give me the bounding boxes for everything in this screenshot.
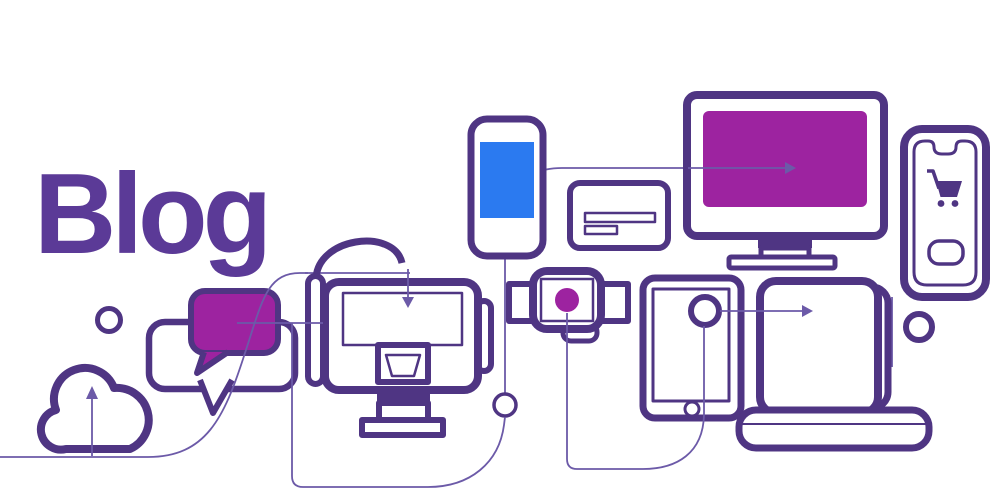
monitor-screen <box>703 111 867 207</box>
laptop-icon <box>735 277 933 452</box>
cart-wheel-left <box>937 200 945 207</box>
flow-lines-front <box>0 162 813 488</box>
laptop-screen <box>756 277 882 417</box>
headphone-ear-left <box>305 273 326 387</box>
monitor-neck <box>758 236 812 248</box>
flow-line-watch-to-tablet <box>566 313 705 470</box>
cloud-shape <box>36 363 153 454</box>
watch-band-right <box>598 281 631 324</box>
page-title: Blog <box>34 151 272 278</box>
ecommerce-phone-icon <box>900 125 990 301</box>
ecommerce-phone-body <box>900 125 990 301</box>
pos-base <box>359 417 446 438</box>
credit-card-body <box>567 180 671 251</box>
decorative-circle-left <box>95 306 123 334</box>
chat-bubble-filled <box>188 288 281 356</box>
watch-dot <box>555 288 579 312</box>
chat-bubble-outline-tail <box>197 378 235 416</box>
credit-card-line-1 <box>583 211 657 224</box>
desktop-monitor-icon <box>683 91 888 271</box>
cart-wheel-right <box>951 200 959 207</box>
monitor-arrowhead <box>785 162 796 174</box>
tablet-icon <box>639 274 745 422</box>
credit-card-icon <box>567 180 671 251</box>
tablet-home-button <box>683 400 701 418</box>
ecommerce-phone-button <box>927 239 965 266</box>
flow-line-bubble-to-circle <box>291 323 506 488</box>
monitor-base <box>726 254 838 271</box>
chat-bubbles-icon <box>145 288 299 416</box>
pos-receipt <box>384 353 422 378</box>
cloud-arrowhead <box>86 386 98 399</box>
smartphone-icon <box>467 115 547 260</box>
decorative-circle-middle <box>492 392 518 418</box>
shopping-cart-icon <box>927 169 962 207</box>
pos-terminal-icon <box>305 237 494 438</box>
tablet-body <box>639 274 745 422</box>
ecommerce-phone-screen-notch <box>912 139 978 287</box>
headphone-band <box>312 237 406 282</box>
flow-line-bottom-arc <box>0 272 308 458</box>
cart-basket <box>936 181 962 197</box>
cloud-upload-icon <box>36 363 153 454</box>
smartphone-screen <box>480 142 534 218</box>
pos-neck <box>377 390 430 403</box>
decorative-circle-right <box>903 311 935 343</box>
chat-bubble-filled-tail <box>194 349 230 376</box>
smartwatch-icon <box>506 267 631 344</box>
tablet-circle <box>688 294 722 328</box>
credit-card-line-2 <box>583 224 619 236</box>
pos-arrowhead <box>402 297 414 308</box>
tablet-arrowhead <box>802 305 813 317</box>
laptop-base <box>735 406 933 452</box>
